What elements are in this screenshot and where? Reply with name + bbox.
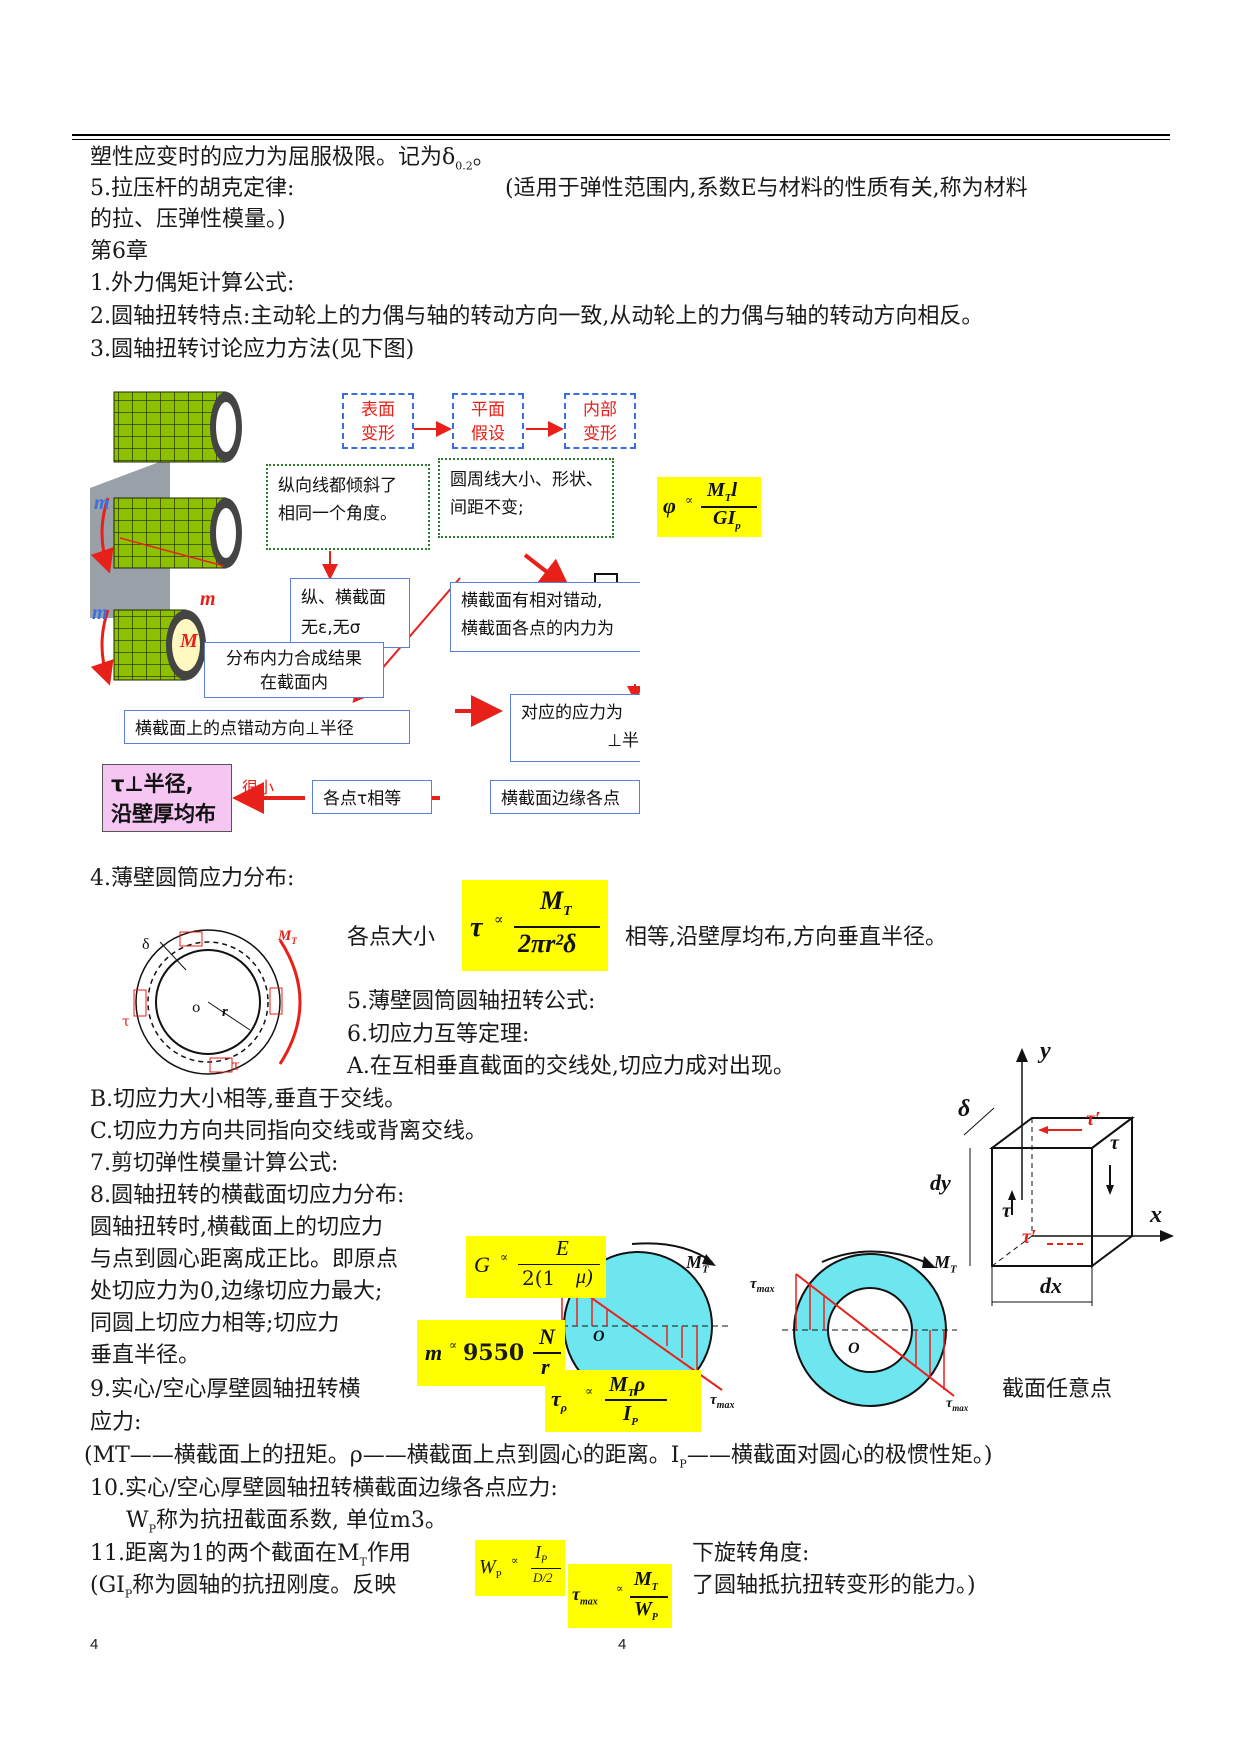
text-line: A.在互相垂直截面的交线处,切应力成对出现。 <box>347 1054 795 1079</box>
tau-label: τ <box>232 1058 240 1074</box>
delta-label: δ <box>142 936 150 953</box>
text-line: 了圆轴抵抗扭转变形的能力。) <box>692 1573 976 1598</box>
text-line: 处切应力为0,边缘切应力最大; <box>90 1279 383 1304</box>
tau-prime-label: τ′ <box>1022 1226 1037 1248</box>
flow-label-small: 很小 <box>242 778 275 797</box>
flow-box-relative-slip: 横截面有相对错动,横截面各点的内力为 <box>450 582 640 652</box>
text-line: 5.薄壁圆筒圆轴扭转公式: <box>347 989 596 1014</box>
center-label: o <box>192 1000 201 1016</box>
formula-phi: φ ∝ MTl GIp <box>657 477 761 537</box>
hollow-shaft-stress-diagram <box>782 1250 957 1407</box>
chapter-heading: 第6章 <box>90 239 148 264</box>
formula-shear-modulus: G ∝ E 2(1 μ) <box>466 1236 606 1298</box>
flow-box-resultant: 分布内力合成结果在截面内 <box>204 642 384 698</box>
mt-label: MT <box>934 1252 957 1276</box>
mt-label: MT <box>278 928 297 946</box>
tau-label: τ <box>1110 1132 1119 1154</box>
text-line: (GIP称为圆轴的抗扭刚度。反映 <box>90 1573 397 1601</box>
flow-box-no-strain: 纵、横截面无ε,无σ <box>290 578 410 648</box>
formula-torque: m ∝ 9550 N r <box>417 1320 565 1386</box>
text-line: 应力: <box>90 1410 142 1435</box>
stress-cube-diagram <box>963 1048 1174 1306</box>
formula-tau-rho: τρ ∝ MTρ IP <box>545 1370 701 1432</box>
flow-box-plane: 平面假设 <box>452 393 524 449</box>
tau-label: τ <box>1002 1200 1011 1222</box>
tau-label: τ <box>122 1014 130 1030</box>
text-line: 6.切应力互等定理: <box>347 1022 530 1047</box>
text-line: (适用于弹性范围内,系数E与材料的性质有关,称为材料 <box>505 176 1028 201</box>
moment-label: m <box>200 588 216 610</box>
text-line: 垂直半径。 <box>90 1343 201 1368</box>
text-line: 5.拉压杆的胡克定律: <box>90 176 295 201</box>
flow-box-longitudinal: 纵向线都倾斜了相同一个角度。 <box>266 464 430 550</box>
flow-box-edge: 横截面边缘各点 <box>490 780 640 814</box>
text-line: 4.薄壁圆筒应力分布: <box>90 866 295 891</box>
moment-label: m <box>92 602 108 624</box>
text-line: 10.实心/空心厚壁圆轴扭转横截面边缘各点应力: <box>90 1476 558 1501</box>
axis-y-label: y <box>1040 1038 1051 1064</box>
text-line: 圆轴扭转时,横截面上的切应力 <box>90 1215 383 1240</box>
tau-max-label: τmax <box>710 1392 735 1411</box>
text-line: 2.圆轴扭转特点:主动轮上的力偶与轴的转动方向一致,从动轮上的力偶与轴的转动方向… <box>90 304 984 329</box>
text-line: 1.外力偶矩计算公式: <box>90 271 295 296</box>
dx-label: dx <box>1040 1273 1062 1298</box>
flow-box-internal: 内部变形 <box>564 393 636 449</box>
text-line: (MT——横截面上的扭矩。ρ——横截面上点到圆心的距离。IP——横截面对圆心的极… <box>84 1443 993 1471</box>
page-number-center: 4 <box>618 1636 627 1653</box>
mt-label: M <box>180 630 198 652</box>
page-number-left: 4 <box>90 1636 99 1653</box>
origin-label: O <box>848 1340 860 1357</box>
text-line: C.切应力方向共同指向交线或背离交线。 <box>90 1119 488 1144</box>
flow-box-stress: 对应的应力为⊥半 <box>510 694 640 762</box>
radius-label: r <box>222 1004 228 1020</box>
text-line: WP称为抗扭截面系数, 单位m3。 <box>126 1508 447 1536</box>
torsion-flow-figure: m m m M 表面变形 平面假设 内部变形 纵向线都倾斜了相同一个角度。 圆周… <box>90 388 640 833</box>
header-rule-thin <box>72 139 1170 140</box>
axis-x-label: x <box>1150 1202 1162 1228</box>
text-line: 同圆上切应力相等;切应力 <box>90 1311 340 1336</box>
formula-tau-max: τmax ∝ MT WP <box>568 1564 672 1628</box>
text-line: 的拉、压弹性模量。) <box>90 207 286 232</box>
text-line: 9.实心/空心厚壁圆轴扭转横 <box>90 1377 361 1402</box>
text-line: 7.剪切弹性模量计算公式: <box>90 1151 339 1176</box>
text-line: 与点到圆心距离成正比。即原点 <box>90 1247 399 1272</box>
text-line: 各点大小 <box>347 925 436 950</box>
tau-prime-label: τ′ <box>1086 1108 1101 1130</box>
dy-label: dy <box>930 1170 951 1195</box>
header-rule <box>72 134 1170 136</box>
mt-label: MT <box>686 1252 709 1276</box>
flow-box-slip-direction: 横截面上的点错动方向⊥半径 <box>124 710 410 744</box>
moment-label: m <box>94 492 110 514</box>
text-line: 相等,沿壁厚均布,方向垂直半径。 <box>625 925 947 950</box>
delta-label: δ <box>958 1096 971 1122</box>
thin-tube-diagram <box>133 929 302 1075</box>
flow-box-circumferential: 圆周线大小、形状、间距不变; <box>438 458 614 538</box>
flow-box-conclusion: τ⊥半径,沿壁厚均布 <box>102 764 232 832</box>
formula-tau-thin: τ ∝ MT 2πr²δ <box>462 880 608 971</box>
text-line: 截面任意点 <box>1002 1377 1113 1402</box>
text-line: 8.圆轴扭转的横截面切应力分布: <box>90 1183 405 1208</box>
flow-box-surface: 表面变形 <box>342 393 414 449</box>
flow-box-equal: 各点τ相等 <box>312 780 432 814</box>
origin-label: O <box>593 1328 605 1345</box>
tau-max-label: τmax <box>750 1276 775 1295</box>
tau-max-label: τmax <box>946 1396 969 1413</box>
text-line: B.切应力大小相等,垂直于交线。 <box>90 1087 407 1112</box>
formula-wp: WP ∝ IP D/2 <box>475 1540 565 1596</box>
text-line: 3.圆轴扭转讨论应力方法(见下图) <box>90 337 415 362</box>
text-line: 11.距离为1的两个截面在MT作用 <box>90 1541 411 1569</box>
text-line: 塑性应变时的应力为屈服极限。记为δ0.2。 <box>90 145 495 173</box>
text-line: 下旋转角度: <box>692 1541 810 1566</box>
